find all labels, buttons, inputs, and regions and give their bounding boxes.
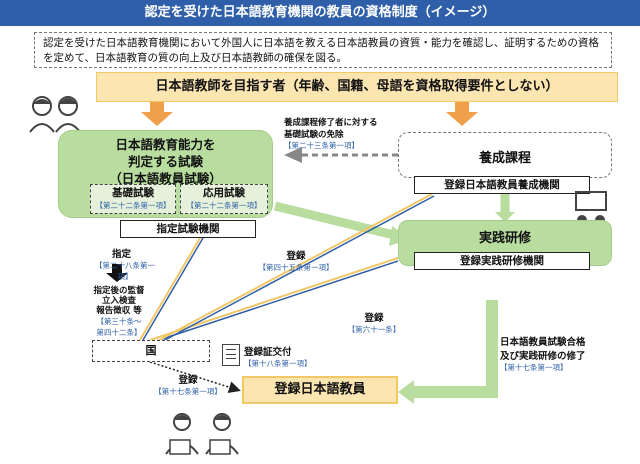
- teachers-icon: [160, 410, 246, 460]
- applied-exam-label: 応用試験: [203, 187, 245, 199]
- certificate-label: 登録証交付 【第十八条第一項】: [244, 344, 334, 369]
- designation-ref: 【第二十八条第一項】: [95, 261, 155, 281]
- designation-text: 指定: [112, 249, 132, 260]
- designation-label: 指定 【第二十八条第一項】: [90, 246, 160, 282]
- exam-title-line1: 日本語教育能力を: [115, 137, 216, 152]
- requirement-arrow: [412, 300, 498, 398]
- reg-practical-label: 登録 【第四十五条第一項】: [256, 248, 336, 273]
- registered-teacher-box: 登録日本語教員: [242, 376, 398, 404]
- basic-exam-label: 基礎試験: [112, 187, 154, 199]
- country-box: 国: [92, 340, 210, 362]
- exemption-ref: 【第二十三条第一項】: [284, 141, 359, 150]
- oversight-line2: 立入検査: [101, 296, 136, 306]
- oversight-ref2: 第四十二条】: [96, 328, 142, 337]
- target-banner: 日本語教師を目指す者（年齢、国籍、母語を資格取得要件としない）: [96, 72, 618, 102]
- applied-exam-box: 応用試験 【第二十二条第一項】: [180, 184, 268, 214]
- requirement-ref: 【第十七条第一項】: [500, 363, 568, 372]
- orange-arrow-right: [446, 102, 478, 126]
- reg-teacher-ref: 【第十七条第一項】: [154, 387, 222, 396]
- applied-exam-ref: 【第二十二条第一項】: [186, 201, 262, 210]
- exemption-line1: 養成課程修了者に対する: [284, 118, 378, 128]
- oversight-line3: 報告徴収 等: [96, 306, 142, 316]
- certificate-ref: 【第十八条第一項】: [244, 359, 312, 368]
- exam-to-practical-arrow: [273, 201, 400, 241]
- requirement-line2: 及び実践研修の修了: [500, 351, 586, 362]
- exemption-line2: 基礎試験の免除: [284, 130, 344, 140]
- course-box: [398, 132, 612, 178]
- requirement-line1: 日本語教員試験合格: [500, 337, 586, 348]
- registration-arrow: [149, 361, 241, 393]
- exam-title: 日本語教育能力を 判定する試験 （日本語教員試験）: [58, 136, 273, 187]
- exemption-note: 養成課程修了者に対する 基礎試験の免除 【第二十三条第一項】: [284, 116, 402, 151]
- course-agency: 登録日本語教員養成機関: [414, 176, 590, 194]
- reg-practical-text: 登録: [286, 251, 306, 262]
- orange-arrow-left: [141, 102, 173, 126]
- reg-teacher-text: 登録: [178, 375, 198, 386]
- practical-title: 実践研修: [478, 231, 531, 246]
- reg-teacher-label: 登録 【第十七条第一項】: [148, 372, 228, 397]
- people-icon: [26, 92, 84, 138]
- exam-agency: 指定試験機関: [120, 220, 256, 238]
- practical-agency: 登録実践研修機関: [414, 252, 590, 270]
- course-title: 養成課程: [478, 151, 531, 166]
- basic-exam-box: 基礎試験 【第二十二条第一項】: [90, 184, 176, 214]
- exam-title-line2: 判定する試験: [127, 154, 203, 169]
- exam-title-line3: （日本語教員試験）: [109, 171, 222, 186]
- oversight-ref1: 【第三十条～: [96, 317, 142, 326]
- intro-text: 認定を受けた日本語教育機関において外国人に日本語を教える日本語教員の資質・能力を…: [34, 32, 612, 68]
- document-icon: [222, 344, 240, 366]
- reg-course-text: 登録: [364, 313, 384, 324]
- requirement-note: 日本語教員試験合格 及び実践研修の修了 【第十七条第一項】: [500, 334, 618, 373]
- oversight-line1: 指定後の監督: [93, 286, 145, 296]
- reg-course-label: 登録 【第六十一条】: [344, 310, 404, 335]
- oversight-note: 指定後の監督 立入検査 報告徴収 等 【第三十条～ 第四十二条】: [84, 286, 154, 338]
- certificate-text: 登録証交付: [244, 347, 292, 358]
- reg-course-ref: 【第六十一条】: [347, 325, 401, 334]
- basic-exam-ref: 【第二十二条第一項】: [95, 201, 171, 210]
- registration-lines: [139, 193, 435, 349]
- reg-practical-ref: 【第四十五条第一項】: [258, 263, 334, 272]
- page-title: 認定を受けた日本語教育機関の教員の資格制度（イメージ）: [0, 0, 640, 26]
